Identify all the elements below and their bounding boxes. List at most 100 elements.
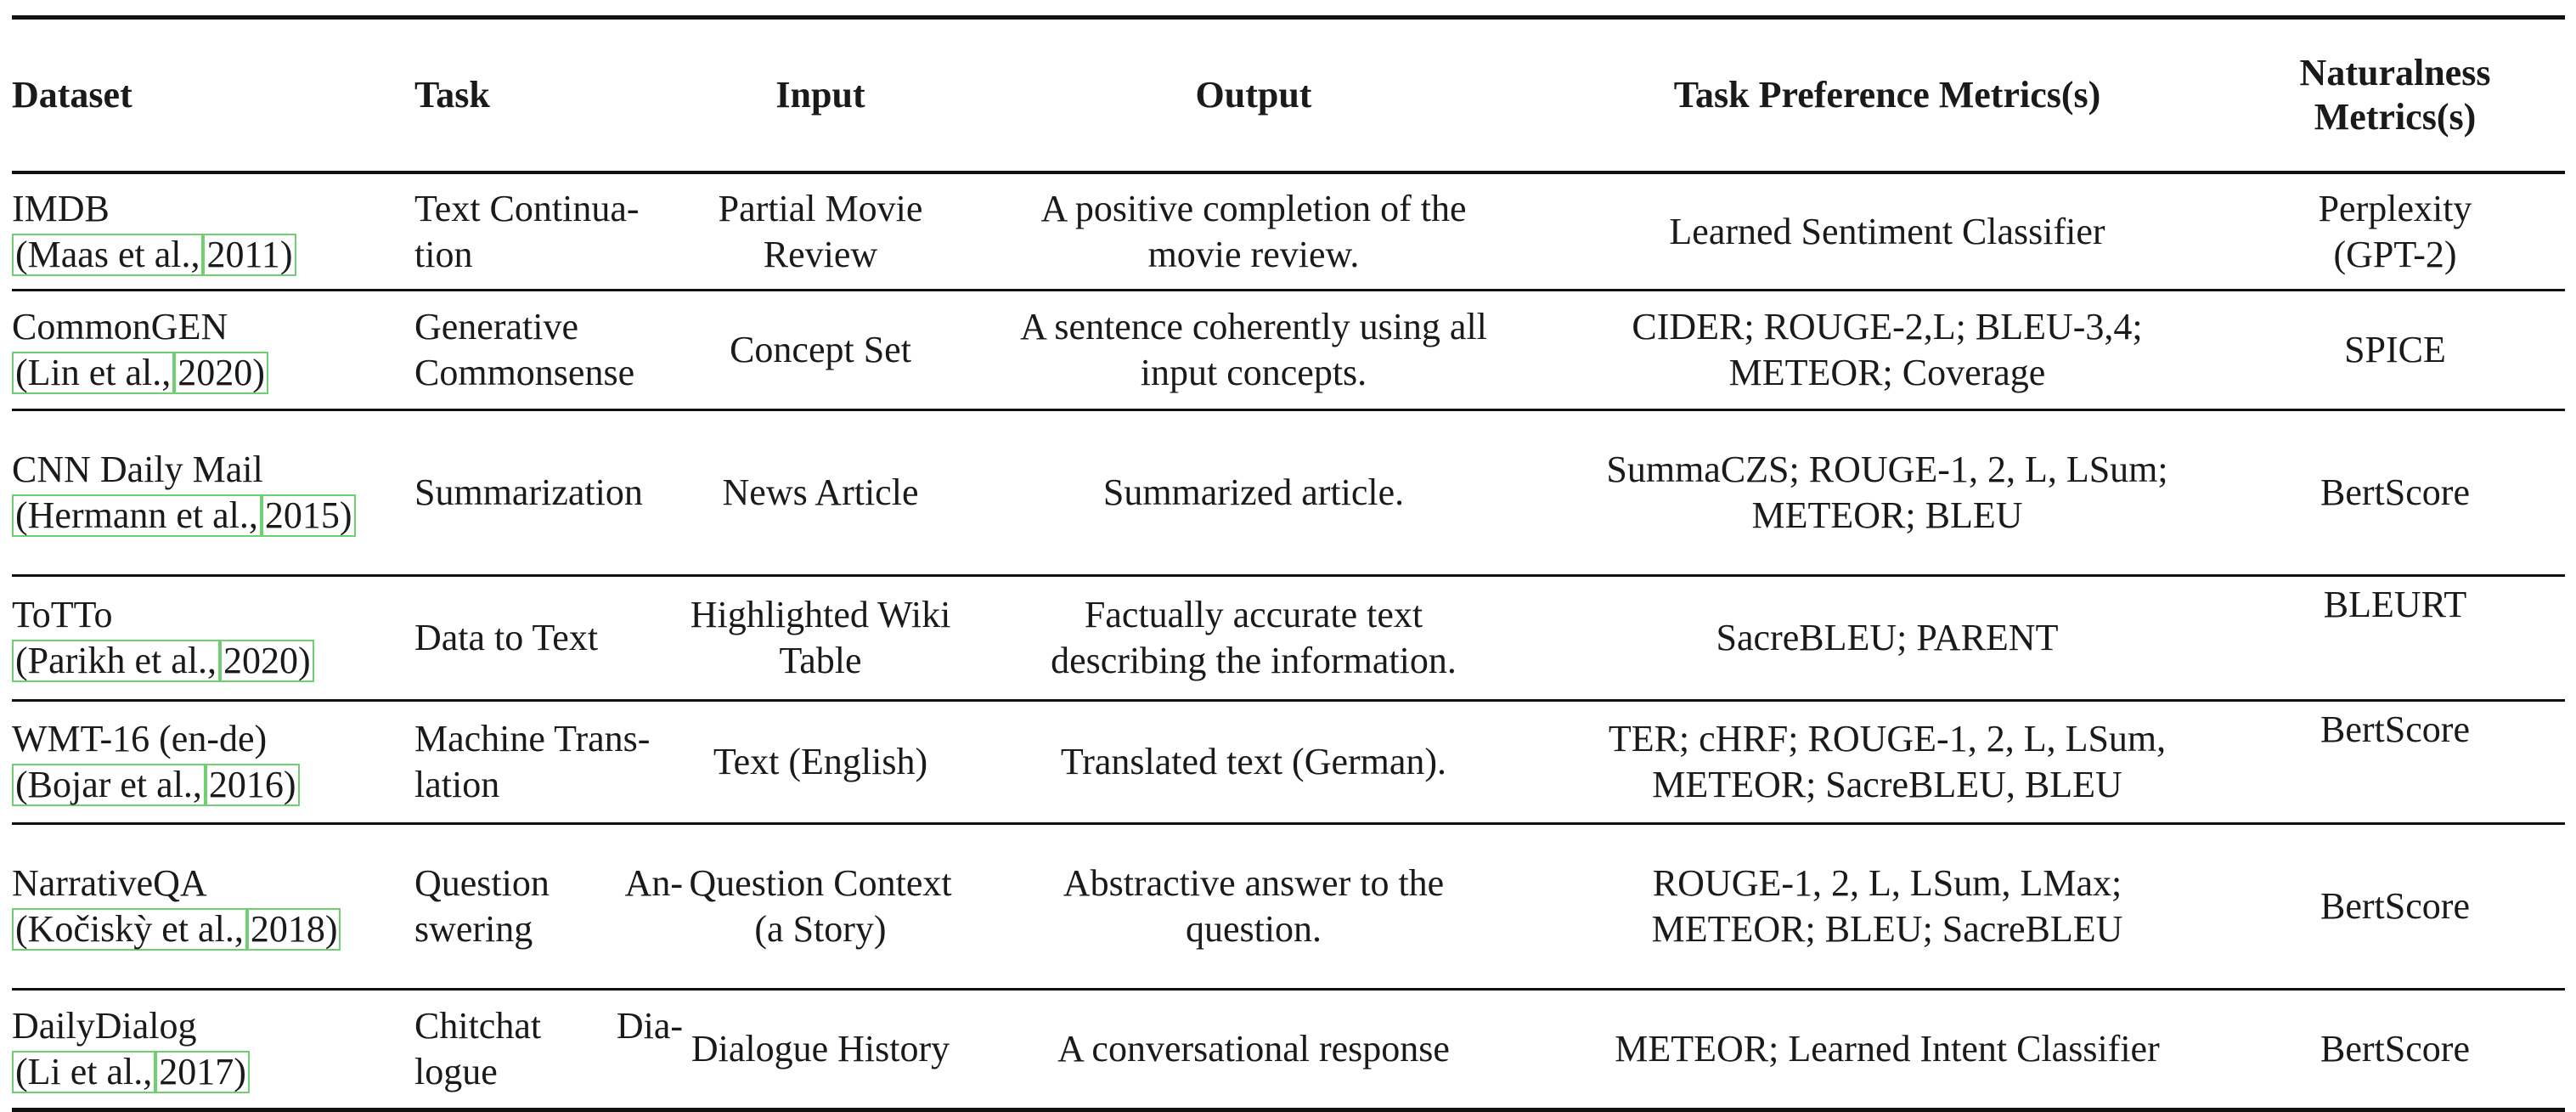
cell-dataset: IMDB (Maas et al.,2011) bbox=[12, 172, 414, 291]
nat-line: Perplexity bbox=[2318, 187, 2472, 229]
citation-author-link[interactable]: (Parikh et al., bbox=[12, 640, 221, 682]
citation: (Parikh et al.,2020) bbox=[12, 638, 414, 684]
cell-naturalness-metrics: BertScore bbox=[2225, 410, 2565, 576]
citation-author-link[interactable]: (Hermann et al., bbox=[12, 494, 262, 537]
table-row: CommonGEN (Lin et al.,2020) Generative C… bbox=[12, 291, 2565, 410]
metric-line: SacreBLEU; PARENT bbox=[1716, 617, 2059, 658]
citation-author-link[interactable]: (Lin et al., bbox=[12, 352, 175, 394]
citation-year-link[interactable]: 2017) bbox=[155, 1051, 250, 1093]
task-line: Machine Trans- bbox=[414, 718, 651, 759]
cell-task-metrics: METEOR; Learned Intent Classifier bbox=[1549, 990, 2225, 1110]
nat-line: BertScore bbox=[2320, 708, 2470, 750]
input-line: Review bbox=[763, 233, 878, 275]
input-line: Question Context bbox=[689, 862, 952, 904]
cell-task-metrics: TER; cHRF; ROUGE-1, 2, L, LSum, METEOR; … bbox=[1549, 701, 2225, 824]
citation-author-link[interactable]: (Li et al., bbox=[12, 1051, 156, 1093]
cell-input: Partial Movie Review bbox=[683, 172, 958, 291]
header-naturalness-line1: Naturalness bbox=[2299, 52, 2491, 93]
task-line: tion bbox=[414, 233, 473, 275]
input-line: Partial Movie bbox=[718, 187, 923, 229]
dataset-name: CNN Daily Mail bbox=[12, 449, 263, 490]
output-line: Factually accurate text bbox=[1084, 594, 1423, 635]
cell-dataset: NarrativeQA (Kočiskỳ et al.,2018) bbox=[12, 824, 414, 990]
cell-task: Generative Commonsense bbox=[414, 291, 683, 410]
cell-task-metrics: ROUGE-1, 2, L, LSum, LMax; METEOR; BLEU;… bbox=[1549, 824, 2225, 990]
citation-author-link[interactable]: (Bojar et al., bbox=[12, 764, 206, 806]
metric-line: METEOR; Coverage bbox=[1728, 352, 2046, 393]
citation-year-link[interactable]: 2015) bbox=[261, 494, 356, 537]
cell-task-metrics: SacreBLEU; PARENT bbox=[1549, 576, 2225, 701]
input-line: Dialogue History bbox=[691, 1028, 950, 1070]
cell-task: Question An- swering bbox=[414, 824, 683, 990]
metric-line: SummaCZS; ROUGE-1, 2, L, LSum; bbox=[1606, 449, 2168, 490]
cell-task: Chitchat Dia- logue bbox=[414, 990, 683, 1110]
table-row: DailyDialog (Li et al.,2017) Chitchat Di… bbox=[12, 990, 2565, 1110]
header-task-metrics: Task Preference Metrics(s) bbox=[1673, 74, 2101, 116]
cell-task-metrics: SummaCZS; ROUGE-1, 2, L, LSum; METEOR; B… bbox=[1549, 410, 2225, 576]
task-line: Commonsense bbox=[414, 352, 635, 393]
task-line: logue bbox=[414, 1051, 498, 1092]
dataset-name: NarrativeQA bbox=[12, 862, 207, 904]
header-output: Output bbox=[1195, 74, 1312, 116]
cell-output: Abstractive answer to the question. bbox=[958, 824, 1549, 990]
input-line: Text (English) bbox=[713, 741, 928, 782]
nat-line: BertScore bbox=[2320, 471, 2470, 513]
cell-naturalness-metrics: BertScore bbox=[2225, 701, 2565, 824]
nat-line: BLEURT bbox=[2323, 584, 2467, 625]
header-naturalness-line2: Metrics(s) bbox=[2314, 96, 2477, 138]
output-line: question. bbox=[1185, 908, 1322, 950]
citation-year-link[interactable]: 2020) bbox=[174, 352, 268, 394]
input-line: Concept Set bbox=[730, 329, 911, 370]
cell-dataset: WMT-16 (en-de) (Bojar et al.,2016) bbox=[12, 701, 414, 824]
citation-year-link[interactable]: 2016) bbox=[205, 764, 300, 806]
cell-naturalness-metrics: BertScore bbox=[2225, 824, 2565, 990]
task-line: lation bbox=[414, 764, 500, 805]
cell-task: Data to Text bbox=[414, 576, 683, 701]
output-line: A conversational response bbox=[1057, 1028, 1450, 1070]
output-line: A positive completion of the bbox=[1040, 187, 1467, 229]
cell-dataset: ToTTo (Parikh et al.,2020) bbox=[12, 576, 414, 701]
input-line: News Article bbox=[722, 471, 919, 513]
header-task: Task bbox=[414, 74, 490, 116]
metric-line: Learned Sentiment Classifier bbox=[1669, 210, 2105, 252]
metric-line: TER; cHRF; ROUGE-1, 2, L, LSum, bbox=[1608, 718, 2167, 759]
input-line: Table bbox=[779, 640, 862, 681]
cell-task: Summarization bbox=[414, 410, 683, 576]
cell-output: A conversational response bbox=[958, 990, 1549, 1110]
nat-line: (GPT-2) bbox=[2333, 233, 2457, 275]
cell-output: Factually accurate text describing the i… bbox=[958, 576, 1549, 701]
metric-line: METEOR; BLEU bbox=[1751, 494, 2023, 536]
output-line: Summarized article. bbox=[1102, 471, 1405, 513]
table-header-row: Dataset Task Input Output Task Preferenc… bbox=[12, 17, 2565, 173]
citation: (Kočiskỳ et al.,2018) bbox=[12, 906, 414, 952]
output-line: describing the information. bbox=[1051, 640, 1457, 681]
input-line: Highlighted Wiki bbox=[690, 594, 951, 635]
cell-dataset: DailyDialog (Li et al.,2017) bbox=[12, 990, 414, 1110]
citation-year-link[interactable]: 2020) bbox=[220, 640, 314, 682]
citation-year-link[interactable]: 2018) bbox=[246, 908, 341, 951]
header-naturalness-metrics: Naturalness Metrics(s) bbox=[2225, 18, 2565, 173]
input-line: (a Story) bbox=[754, 908, 887, 950]
metric-line: METEOR; Learned Intent Classifier bbox=[1615, 1028, 2160, 1070]
cell-dataset: CommonGEN (Lin et al.,2020) bbox=[12, 291, 414, 410]
task-line: Data to Text bbox=[414, 617, 599, 658]
output-line: movie review. bbox=[1147, 233, 1360, 275]
header-dataset: Dataset bbox=[12, 74, 132, 116]
citation: (Lin et al.,2020) bbox=[12, 350, 414, 396]
table-row: CNN Daily Mail (Hermann et al.,2015) Sum… bbox=[12, 410, 2565, 576]
metric-line: ROUGE-1, 2, L, LSum, LMax; bbox=[1652, 862, 2122, 904]
nat-line: BertScore bbox=[2320, 885, 2470, 927]
table-row: WMT-16 (en-de) (Bojar et al.,2016) Machi… bbox=[12, 701, 2565, 824]
cell-task: Text Continua- tion bbox=[414, 172, 683, 291]
citation: (Hermann et al.,2015) bbox=[12, 493, 414, 539]
citation-author-link[interactable]: (Kočiskỳ et al., bbox=[12, 908, 247, 951]
cell-input: Question Context (a Story) bbox=[683, 824, 958, 990]
output-line: Translated text (German). bbox=[1060, 741, 1447, 782]
cell-output: Summarized article. bbox=[958, 410, 1549, 576]
task-line: Text Continua- bbox=[414, 187, 640, 229]
table-row: ToTTo (Parikh et al.,2020) Data to Text … bbox=[12, 576, 2565, 701]
citation-author-link[interactable]: (Maas et al., bbox=[12, 233, 204, 276]
task-line: Question An- bbox=[414, 862, 683, 904]
cell-output: A sentence coherently using all input co… bbox=[958, 291, 1549, 410]
citation-year-link[interactable]: 2011) bbox=[203, 233, 296, 276]
